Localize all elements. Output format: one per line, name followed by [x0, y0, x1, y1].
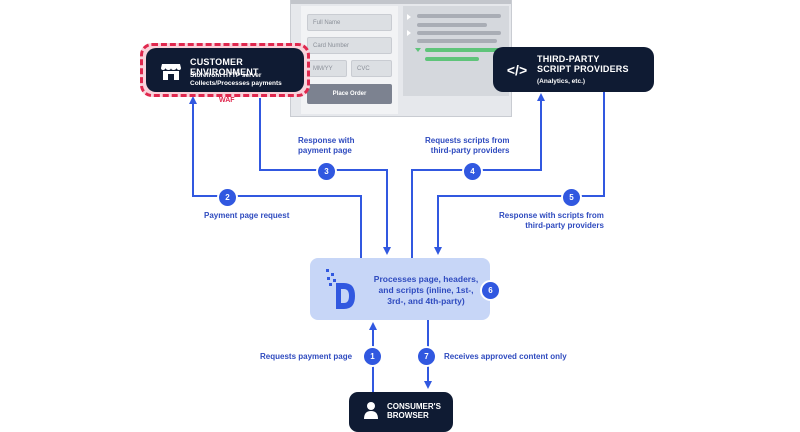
- step-5-label: Response with scripts from third-party p…: [499, 211, 604, 231]
- place-order-button[interactable]: Place Order: [307, 84, 392, 104]
- step-1-label: Requests payment page: [260, 352, 353, 361]
- arrow-step-2: [189, 96, 362, 258]
- card-number-field[interactable]: Card Number: [307, 37, 392, 54]
- script-line-approved: [425, 48, 501, 52]
- person-icon: [364, 402, 378, 419]
- customer-environment-line2: Collects/Processes payments: [190, 80, 282, 87]
- play-icon: [407, 14, 411, 20]
- storefront-icon: [161, 64, 181, 80]
- cvc-field[interactable]: CVC: [351, 60, 392, 77]
- diagram-canvas: Full Name Card Number MM/YY CVC Place Or…: [140, 0, 654, 432]
- processor-line2: and scripts (inline, 1st-,: [378, 285, 474, 295]
- step-5-badge: 5: [561, 187, 582, 208]
- step-3-label-line1: Response with: [298, 136, 355, 145]
- processor-description: Processes page, headers, and scripts (in…: [370, 274, 482, 307]
- customer-environment-line1: Storefront HTTP server: [190, 72, 262, 79]
- mmyy-field[interactable]: MM/YY: [307, 60, 347, 77]
- step-3-label-line2: payment page: [298, 146, 352, 155]
- step-7-label: Receives approved content only: [444, 352, 567, 361]
- customer-environment-box: CUSTOMER ENVIRONMENT Storefront HTTP ser…: [146, 48, 304, 92]
- step-5-label-line2: third-party providers: [525, 221, 604, 230]
- step-5-label-line1: Response with scripts from: [499, 211, 604, 220]
- d-logo-icon: [326, 269, 355, 309]
- script-line-approved: [425, 57, 479, 61]
- code-icon: </>: [506, 62, 528, 78]
- script-line: [417, 39, 497, 43]
- full-name-field[interactable]: Full Name: [307, 14, 392, 31]
- mockup-top-bar: [291, 0, 511, 4]
- step-4-badge: 4: [462, 161, 483, 182]
- step-7-badge: 7: [416, 346, 437, 367]
- step-6-badge: 6: [480, 280, 501, 301]
- consumer-title: CONSUMER'S BROWSER: [387, 402, 441, 420]
- step-2-badge: 2: [217, 187, 238, 208]
- processor-box: Processes page, headers, and scripts (in…: [310, 258, 490, 320]
- third-party-subtitle: (Analytics, etc.): [537, 78, 586, 85]
- mockup-form-panel: Full Name Card Number MM/YY CVC Place Or…: [301, 6, 398, 114]
- third-party-providers-box: </> THIRD-PARTY SCRIPT PROVIDERS (Analyt…: [493, 47, 654, 92]
- step-1-badge: 1: [362, 346, 383, 367]
- step-3-badge: 3: [316, 161, 337, 182]
- expand-icon: [415, 48, 421, 52]
- step-2-label: Payment page request: [204, 211, 290, 220]
- script-line: [417, 14, 501, 18]
- step-4-label: Requests scripts from third-party provid…: [425, 136, 509, 156]
- step-3-label: Response with payment page: [298, 136, 354, 156]
- payment-page-mockup: Full Name Card Number MM/YY CVC Place Or…: [290, 0, 512, 117]
- waf-label: WAF: [219, 97, 235, 104]
- play-icon: [407, 30, 411, 36]
- processor-line3: 3rd-, and 4th-party): [387, 296, 465, 306]
- third-party-title-line1: THIRD-PARTY: [537, 54, 600, 64]
- step-4-label-line1: Requests scripts from: [425, 136, 510, 145]
- consumer-title-line2: BROWSER: [387, 411, 429, 420]
- script-line: [417, 23, 487, 27]
- consumer-title-line1: CONSUMER'S: [387, 402, 441, 411]
- processor-line1: Processes page, headers,: [373, 274, 479, 284]
- arrow-step-5: [434, 92, 605, 255]
- consumer-browser-box: CONSUMER'S BROWSER: [349, 392, 453, 432]
- customer-environment-title: CUSTOMER ENVIRONMENT: [190, 57, 259, 77]
- step-4-label-line2: third-party providers: [430, 146, 510, 155]
- script-line: [417, 31, 501, 35]
- mockup-script-panel: [403, 6, 509, 96]
- third-party-title-line2: SCRIPT PROVIDERS: [537, 64, 629, 74]
